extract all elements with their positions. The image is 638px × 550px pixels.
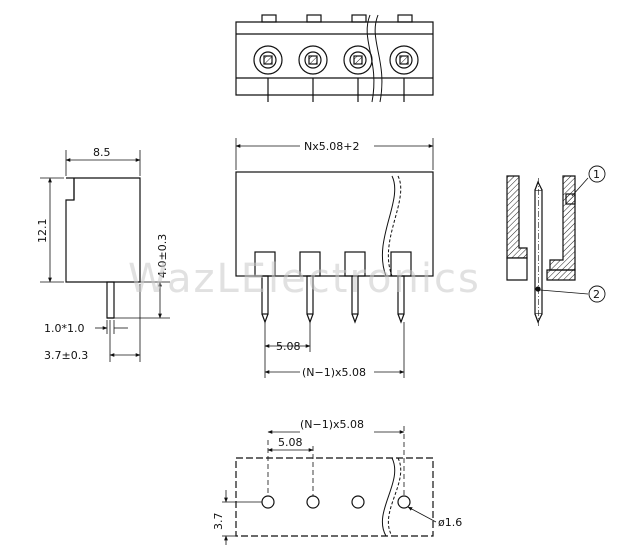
pcb-hole-4 xyxy=(397,495,411,509)
dim-pin-offset: 3.7±0.3 xyxy=(44,349,88,362)
front-pin-3 xyxy=(344,251,366,324)
pcb-hole-2 xyxy=(306,495,320,509)
dim-overall-length: Nx5.08+2 xyxy=(304,140,359,153)
dim-height-12-1: 12.1 xyxy=(36,219,49,244)
front-pin-4 xyxy=(390,251,412,324)
pcb-view xyxy=(222,426,437,545)
side-view xyxy=(40,150,170,362)
screw-2 xyxy=(298,45,328,75)
dim-pitch-front: 5.08 xyxy=(276,340,301,353)
pcb-hole-1 xyxy=(261,495,275,509)
callout-1: 1 xyxy=(593,168,600,181)
screw-4 xyxy=(389,45,419,75)
watermark: WazLElectronics xyxy=(128,256,481,302)
dim-width-8-5: 8.5 xyxy=(93,146,111,159)
dim-span-front: (N−1)x5.08 xyxy=(302,366,366,379)
pcb-hole-3 xyxy=(351,495,365,509)
callout-2: 2 xyxy=(593,288,600,301)
dim-pin-size: 1.0*1.0 xyxy=(44,322,85,335)
screw-1 xyxy=(253,45,283,75)
dim-hole-diameter: ø1.6 xyxy=(438,516,462,529)
dim-span-bottom: (N−1)x5.08 xyxy=(300,418,364,431)
front-view xyxy=(235,138,434,378)
section-view xyxy=(506,165,606,326)
top-view xyxy=(235,14,434,103)
dim-pitch-bottom: 5.08 xyxy=(278,436,303,449)
dim-row-offset: 3.7 xyxy=(212,513,225,531)
dim-pin-height: 4.0±0.3 xyxy=(156,234,169,278)
